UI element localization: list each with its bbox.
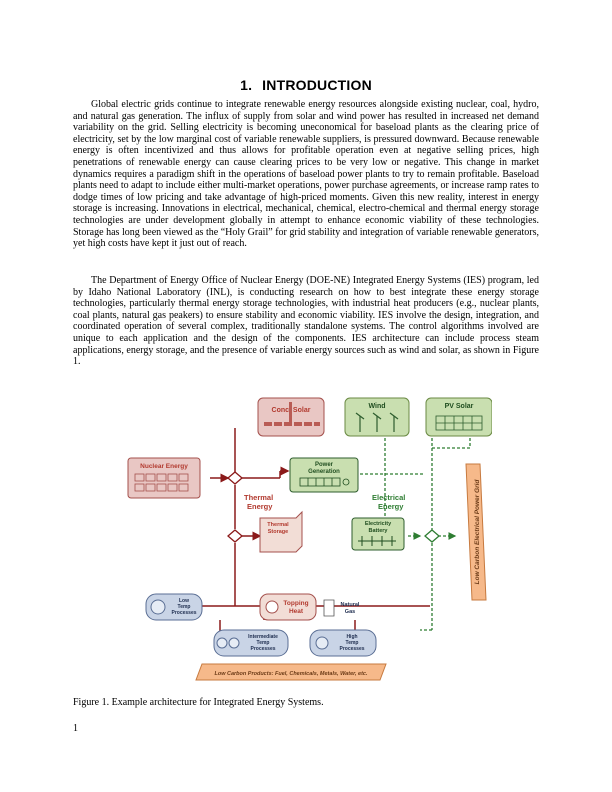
process-icon bbox=[315, 636, 329, 650]
natural-gas-label: Natural bbox=[341, 602, 360, 608]
page-number: 1 bbox=[73, 723, 78, 734]
low-temp-label: Low bbox=[179, 598, 189, 604]
low-temp-label: Temp bbox=[178, 604, 191, 610]
turbine-icon bbox=[299, 477, 350, 487]
thermal-storage-node: Thermal Storage bbox=[259, 510, 303, 553]
nuclear-energy-node: Nuclear Energy bbox=[127, 457, 201, 499]
low-temp-process-node: Low Temp Processes bbox=[145, 593, 203, 621]
natural-gas-node: Natural Gas bbox=[323, 599, 360, 617]
intermediate-temp-label: Intermediate bbox=[248, 634, 278, 640]
intermediate-temp-label: Processes bbox=[250, 646, 275, 652]
low-temp-label: Processes bbox=[171, 610, 196, 616]
pv-solar-node: PV Solar bbox=[425, 397, 492, 437]
battery-label: Electricity bbox=[365, 521, 392, 527]
pv-solar-label: PV Solar bbox=[445, 403, 474, 410]
battery-icon bbox=[358, 536, 396, 546]
thermal-energy-label: Energy bbox=[247, 502, 273, 511]
process-icon bbox=[150, 599, 166, 615]
topping-heat-node: Topping Heat bbox=[259, 593, 317, 621]
power-grid-label: Low Carbon Electrical Power Grid bbox=[474, 479, 481, 585]
products-label: Low Carbon Products: Fuel, Chemicals, Me… bbox=[214, 671, 367, 677]
high-temp-label: Processes bbox=[339, 646, 364, 652]
electrical-energy-label: Energy bbox=[378, 502, 404, 511]
solar-panel-icon bbox=[435, 415, 483, 431]
natural-gas-label: Gas bbox=[345, 609, 355, 615]
electrical-energy-label: Electrical bbox=[372, 493, 405, 502]
low-carbon-products-node: Low Carbon Products: Fuel, Chemicals, Me… bbox=[195, 663, 387, 681]
section-number: 1. bbox=[240, 77, 253, 93]
electrical-junction-icon bbox=[424, 529, 440, 543]
wind-node: Wind bbox=[344, 397, 410, 437]
ies-architecture-figure: Conc. Solar Wind bbox=[120, 388, 492, 688]
section-heading: 1. INTRODUCTION bbox=[0, 77, 612, 93]
thermal-storage-label: Thermal bbox=[267, 522, 289, 528]
electricity-battery-node: Electricity Battery bbox=[351, 517, 405, 551]
figure-caption: Figure 1. Example architecture for Integ… bbox=[73, 697, 324, 708]
power-grid-node: Low Carbon Electrical Power Grid bbox=[465, 463, 487, 601]
paragraph: The Department of Energy Office of Nucle… bbox=[73, 275, 539, 368]
wind-turbine-icon bbox=[355, 412, 399, 432]
thermal-storage-label: Storage bbox=[268, 529, 288, 535]
power-generation-label: Generation bbox=[308, 469, 340, 475]
power-generation-node: Power Generation bbox=[289, 457, 359, 493]
process-icon bbox=[228, 637, 240, 649]
intermediate-temp-label: Temp bbox=[257, 640, 270, 646]
thermal-junction-icon bbox=[227, 471, 243, 543]
nuclear-energy-label: Nuclear Energy bbox=[140, 463, 188, 470]
topping-heat-label: Heat bbox=[289, 608, 304, 615]
intermediate-temp-process-node: Intermediate Temp Processes bbox=[213, 629, 289, 657]
power-generation-label: Power bbox=[315, 462, 334, 468]
high-temp-process-node: High Temp Processes bbox=[309, 629, 377, 657]
topping-heat-label: Topping bbox=[283, 600, 308, 607]
battery-label: Battery bbox=[369, 528, 389, 534]
gas-tank-icon bbox=[323, 599, 335, 617]
wind-label: Wind bbox=[368, 403, 385, 410]
paragraph: Global electric grids continue to integr… bbox=[73, 99, 539, 250]
high-temp-label: High bbox=[346, 634, 357, 640]
solar-mirror-icon bbox=[264, 402, 320, 426]
thermal-energy-label: Thermal bbox=[244, 493, 273, 502]
reactor-grid-icon bbox=[134, 473, 189, 492]
heater-icon bbox=[265, 600, 279, 614]
concentrated-solar-node: Conc. Solar bbox=[257, 397, 325, 437]
high-temp-label: Temp bbox=[346, 640, 359, 646]
process-icon bbox=[216, 637, 228, 649]
section-title: INTRODUCTION bbox=[262, 77, 372, 93]
